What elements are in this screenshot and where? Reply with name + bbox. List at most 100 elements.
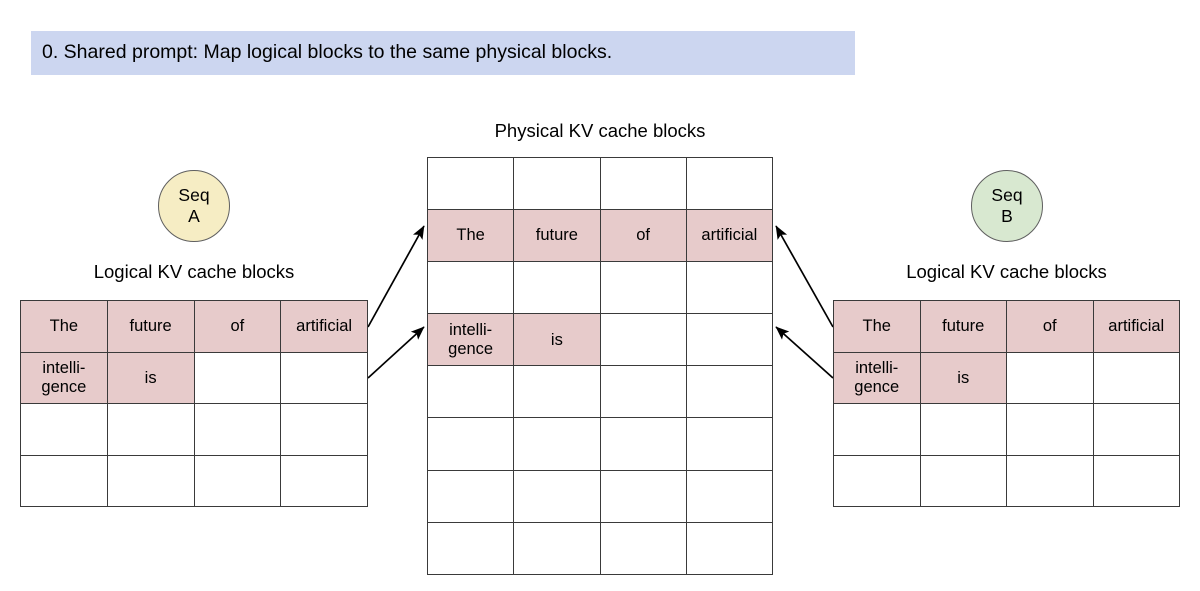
physical-cell-r6c4-empty xyxy=(685,417,774,471)
physical-cell-r1c4-empty xyxy=(685,156,774,211)
physical-token-text: of xyxy=(636,226,650,245)
logical-left-cell-r3c1-empty xyxy=(20,403,108,456)
physical-cell-r8c2-empty xyxy=(513,521,601,575)
physical-cell-r5c4-empty xyxy=(685,365,774,419)
physical-cell-r2c3-token: of xyxy=(599,209,687,263)
logical-left-row: The future of artificial xyxy=(20,300,368,353)
logical-right-row: The future of artificial xyxy=(833,300,1180,353)
physical-cell-r6c1-empty xyxy=(426,417,515,471)
logical-right-cell-r2c1-token: intelli-gence xyxy=(833,351,921,404)
logical-right-cell-r4c4-empty xyxy=(1092,454,1180,507)
physical-cell-r6c2-empty xyxy=(513,417,601,471)
physical-cell-r5c3-empty xyxy=(599,365,687,419)
logical-left-cell-r4c1-empty xyxy=(20,454,108,507)
physical-cell-r4c4-empty xyxy=(685,313,774,367)
physical-row xyxy=(426,521,774,575)
logical-right-row xyxy=(833,403,1180,456)
physical-row xyxy=(426,469,774,523)
arrow-right-block0-to-physical-row2 xyxy=(775,225,834,328)
logical-right-cell-r1c3-token: of xyxy=(1006,300,1094,353)
physical-cell-r7c3-empty xyxy=(599,469,687,523)
logical-blocks-caption-left: Logical KV cache blocks xyxy=(93,261,295,282)
physical-row: The future of artificial xyxy=(426,209,774,263)
logical-right-cell-r1c1-token: The xyxy=(833,300,921,353)
logical-right-cell-r3c1-empty xyxy=(833,403,921,456)
logical-left-cell-r3c3-empty xyxy=(193,403,282,456)
physical-kv-table: The future of artificial intelli-gence is xyxy=(426,156,774,575)
logical-left-cell-r1c3-token: of xyxy=(193,300,282,353)
logical-left-row: intelli-gence is xyxy=(20,351,368,404)
physical-cell-r1c2-empty xyxy=(513,156,601,211)
logical-left-cell-r3c2-empty xyxy=(106,403,195,456)
logical-left-token-text: of xyxy=(230,317,245,336)
arrow-left-block0-to-physical-row2 xyxy=(367,225,425,328)
logical-left-token-text: artificial xyxy=(296,317,353,336)
physical-token-text: future xyxy=(535,226,578,245)
logical-right-cell-r2c4-empty xyxy=(1092,351,1180,404)
logical-left-cell-r3c4-empty xyxy=(280,403,368,456)
logical-left-cell-r2c1-token: intelli-gence xyxy=(20,351,108,404)
logical-left-cell-r4c3-empty xyxy=(193,454,282,507)
logical-right-token-text: The xyxy=(862,317,891,336)
physical-cell-r8c4-empty xyxy=(685,521,774,575)
logical-right-cell-r4c3-empty xyxy=(1006,454,1094,507)
physical-cell-r8c1-empty xyxy=(426,521,515,575)
physical-row xyxy=(426,156,774,211)
logical-right-cell-r1c4-token: artificial xyxy=(1092,300,1180,353)
logical-right-row xyxy=(833,454,1180,507)
logical-kv-table-left: The future of artificial intelli-gence is xyxy=(20,300,368,507)
logical-right-cell-r4c1-empty xyxy=(833,454,921,507)
logical-left-row xyxy=(20,403,368,456)
logical-right-cell-r3c2-empty xyxy=(919,403,1007,456)
logical-left-cell-r2c3-empty xyxy=(193,351,282,404)
logical-left-body: The future of artificial intelli-gence is xyxy=(20,300,368,507)
logical-right-token-text: intelli-gence xyxy=(854,359,900,396)
logical-left-token-text: intelli-gence xyxy=(41,359,87,396)
physical-row xyxy=(426,365,774,419)
logical-left-token-text: The xyxy=(49,317,79,336)
physical-body: The future of artificial intelli-gence is xyxy=(426,156,774,575)
physical-cell-r5c2-empty xyxy=(513,365,601,419)
logical-right-token-text: future xyxy=(942,317,985,336)
physical-token-text: is xyxy=(550,330,563,349)
physical-token-text: The xyxy=(456,226,485,245)
sequence-badge-b-line1: Seq xyxy=(991,185,1023,206)
physical-blocks-caption: Physical KV cache blocks xyxy=(494,120,706,141)
physical-cell-r3c2-empty xyxy=(513,261,601,315)
logical-right-cell-r1c2-token: future xyxy=(919,300,1007,353)
arrow-right-block1-to-physical-row4 xyxy=(775,326,834,379)
physical-cell-r1c1-empty xyxy=(426,156,515,211)
logical-left-cell-r2c2-token: is xyxy=(106,351,195,404)
physical-row: intelli-gence is xyxy=(426,313,774,367)
logical-right-cell-r3c4-empty xyxy=(1092,403,1180,456)
physical-cell-r4c1-token: intelli-gence xyxy=(426,313,515,367)
physical-cell-r7c2-empty xyxy=(513,469,601,523)
sequence-badge-a-line2: A xyxy=(188,206,200,226)
logical-right-token-text: artificial xyxy=(1108,317,1165,336)
logical-left-cell-r1c2-token: future xyxy=(106,300,195,353)
physical-cell-r2c4-token: artificial xyxy=(685,209,774,263)
physical-cell-r2c2-token: future xyxy=(513,209,601,263)
sequence-badge-b: Seq B xyxy=(971,170,1043,242)
logical-left-cell-r1c4-token: artificial xyxy=(280,300,368,353)
physical-token-text: artificial xyxy=(701,226,758,245)
physical-token-text: intelli-gence xyxy=(448,321,494,358)
physical-cell-r3c4-empty xyxy=(685,261,774,315)
logical-left-cell-r4c2-empty xyxy=(106,454,195,507)
logical-left-token-text: is xyxy=(144,368,157,387)
logical-left-token-text: future xyxy=(129,317,172,336)
physical-cell-r2c1-token: The xyxy=(426,209,515,263)
step-banner-text: 0. Shared prompt: Map logical blocks to … xyxy=(42,41,613,64)
physical-cell-r6c3-empty xyxy=(599,417,687,471)
logical-right-cell-r4c2-empty xyxy=(919,454,1007,507)
physical-cell-r4c2-token: is xyxy=(513,313,601,367)
arrow-left-block1-to-physical-row4 xyxy=(367,326,425,379)
logical-right-token-text: of xyxy=(1042,317,1057,336)
physical-cell-r3c1-empty xyxy=(426,261,515,315)
step-banner: 0. Shared prompt: Map logical blocks to … xyxy=(31,31,855,75)
physical-cell-r4c3-empty xyxy=(599,313,687,367)
